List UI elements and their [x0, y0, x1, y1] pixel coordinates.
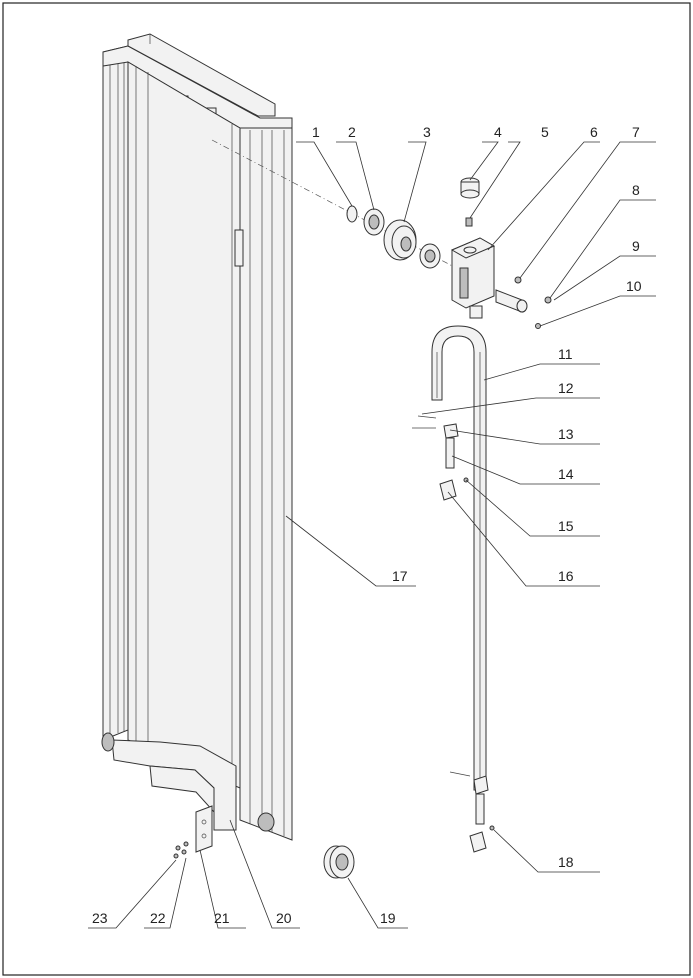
callout-21: 21	[214, 910, 230, 926]
callout-8: 8	[632, 182, 640, 198]
callout-3: 3	[423, 124, 431, 140]
callout-1: 1	[312, 124, 320, 140]
callout-17: 17	[392, 568, 408, 584]
fasteners-parts-22-23	[173, 841, 189, 859]
callout-15: 15	[558, 518, 574, 534]
callout-23: 23	[92, 910, 108, 926]
callout-9: 9	[632, 238, 640, 254]
callout-11: 11	[558, 346, 573, 362]
callout-2: 2	[348, 124, 356, 140]
callout-10: 10	[626, 278, 642, 294]
callout-labels: 1 2 3 4 5 6 7 8 9 10 11 12 13 14 15 16 1…	[92, 124, 642, 926]
bearing-wheel-part-19	[323, 845, 355, 879]
callout-16: 16	[558, 568, 574, 584]
callout-12: 12	[558, 380, 574, 396]
callout-14: 14	[558, 466, 574, 482]
callout-5: 5	[541, 124, 549, 140]
callout-4: 4	[494, 124, 502, 140]
callout-13: 13	[558, 426, 574, 442]
callout-19: 19	[380, 910, 396, 926]
callout-7: 7	[632, 124, 640, 140]
pulley-parts-1-3	[346, 205, 441, 269]
leader-lines	[88, 141, 656, 929]
callout-20: 20	[276, 910, 292, 926]
chain-part-11	[431, 325, 487, 791]
callout-6: 6	[590, 124, 598, 140]
connector-parts-12-16	[412, 415, 469, 501]
callout-22: 22	[150, 910, 166, 926]
carriage-parts-4-10	[450, 177, 552, 329]
callout-18: 18	[558, 854, 574, 870]
connector-part-18	[449, 771, 495, 853]
column-part-17	[101, 33, 293, 853]
